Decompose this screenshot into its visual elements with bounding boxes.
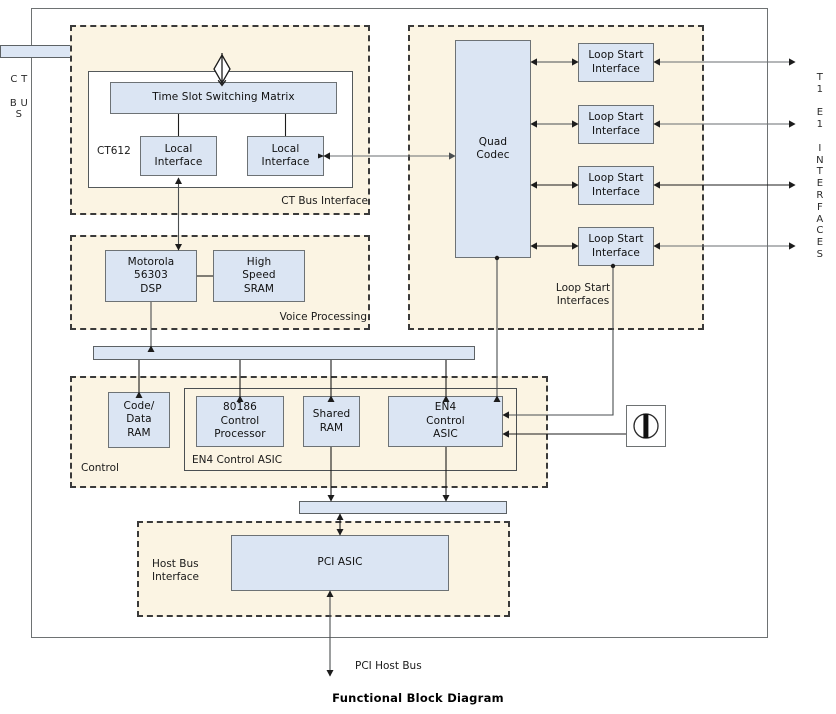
en4-control-asic[interactable]: EN4 Control ASIC [388, 396, 503, 447]
group-ct-bus-interface-label: CT Bus Interface [281, 195, 368, 207]
quad-codec[interactable]: Quad Codec [455, 40, 531, 258]
local-interface-left[interactable]: Local Interface [140, 136, 217, 176]
loop-start-interface-3[interactable]: Loop Start Interface [578, 166, 654, 205]
en4-control-asic-enclosure-label: EN4 Control ASIC [192, 454, 283, 466]
pci-host-bus-label: PCI Host Bus [355, 660, 422, 672]
connector-jack-icon [626, 405, 666, 447]
shared-ram[interactable]: Shared RAM [303, 396, 360, 447]
group-loop-start-interfaces-label: Loop Start Interfaces [555, 282, 611, 308]
connector-jack-glyph [633, 413, 659, 439]
system-boundary-frame [31, 8, 768, 638]
motorola-dsp[interactable]: Motorola 56303 DSP [105, 250, 197, 302]
control-processor-80186[interactable]: 80186 Control Processor [196, 396, 284, 447]
ct612-chip-label: CT612 [97, 145, 131, 157]
group-host-bus-interface-label: Host Bus Interface [152, 558, 200, 584]
time-slot-switching-matrix[interactable]: Time Slot Switching Matrix [110, 82, 337, 114]
t1-e1-interfaces-label: T 1 E 1 I N T E R F A C E S [816, 72, 824, 260]
host-bus-bar [299, 501, 507, 514]
group-control-label: Control [81, 462, 119, 474]
code-data-ram[interactable]: Code/ Data RAM [108, 392, 170, 448]
high-speed-sram[interactable]: High Speed SRAM [213, 250, 305, 302]
internal-bus-bar [93, 346, 475, 360]
ct-bus-label: C T B U S [9, 74, 29, 121]
loop-start-interface-2[interactable]: Loop Start Interface [578, 105, 654, 144]
group-voice-processing-label: Voice Processing [279, 311, 367, 323]
loop-start-interface-4[interactable]: Loop Start Interface [578, 227, 654, 266]
figure-caption: Functional Block Diagram [332, 691, 504, 705]
loop-start-interface-1[interactable]: Loop Start Interface [578, 43, 654, 82]
pci-asic[interactable]: PCI ASIC [231, 535, 449, 591]
en4-control-asic-enclosure [184, 388, 517, 471]
local-interface-right[interactable]: Local Interface [247, 136, 324, 176]
